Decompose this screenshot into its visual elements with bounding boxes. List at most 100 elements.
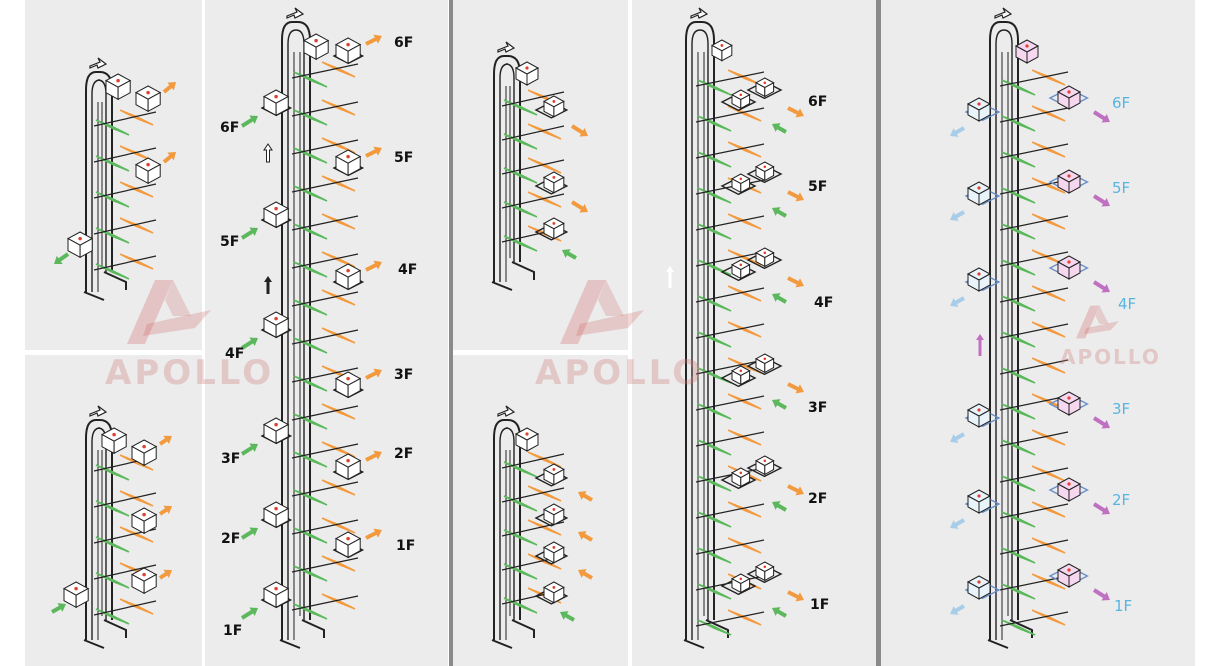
lift-tower-b (279, 7, 325, 649)
watermark-apollo-2: APOLLO (535, 353, 705, 393)
up-arrow-icon (497, 41, 516, 53)
carriers-e (999, 69, 1069, 636)
watermark-apollo-1: APOLLO (105, 353, 275, 393)
floor-label-e-5f: 5F (1112, 179, 1131, 197)
infeed-arrow-icon (772, 207, 787, 218)
box-icon (542, 95, 565, 118)
box-icon (730, 173, 751, 194)
up-arrow-icon (690, 7, 709, 19)
flow-arrow-icon (162, 152, 176, 164)
flow-arrow-icon (578, 569, 593, 580)
box-icon (730, 365, 751, 386)
box-icon (130, 507, 158, 535)
infeed-arrow-icon (240, 115, 258, 128)
floor-label-b-right-2f: 2F (394, 446, 414, 462)
box-icon (1056, 391, 1082, 416)
box-icon (1056, 255, 1082, 280)
outfeed-arrow-icon (787, 190, 804, 202)
floor-label-d-3f: 3F (808, 400, 828, 416)
box-icon (966, 267, 992, 292)
flow-arrow-icon (158, 505, 172, 516)
outfeed-arrow-icon (365, 368, 382, 380)
box-icon (542, 541, 565, 564)
panel-a-top (25, 0, 202, 350)
box-icon (134, 157, 162, 185)
box-icon (334, 453, 362, 481)
apollo-logo-icon (560, 280, 644, 344)
outfeed-arrow-icon (787, 106, 804, 118)
box-icon (966, 489, 992, 514)
outfeed-arrow-icon (365, 260, 382, 272)
box-icon (966, 97, 992, 122)
flow-arrow-icon (562, 249, 577, 260)
box-icon (966, 181, 992, 206)
floor-label-e-4f: 4F (1118, 295, 1137, 313)
box-icon (334, 371, 362, 399)
box-icon (66, 231, 94, 259)
box-icon (262, 417, 290, 445)
box-icon (754, 353, 775, 374)
infeed-arrow-icon (240, 607, 258, 620)
flow-arrow-icon (560, 611, 575, 622)
box-icon (514, 427, 540, 452)
floor-label-d-1f: 1F (810, 597, 830, 613)
infeed-arrow-icon (240, 443, 258, 456)
box-icon (542, 217, 565, 240)
box-icon (542, 171, 565, 194)
box-icon (514, 61, 540, 86)
apollo-logo-icon (127, 280, 211, 344)
box-icon (754, 247, 775, 268)
infeed-arrow-icon (240, 527, 258, 540)
box-icon (134, 85, 162, 113)
floor-label-b-right-6f: 6F (394, 35, 414, 51)
carriers-b (291, 61, 359, 620)
floor-label-b-right-1f: 1F (396, 538, 416, 554)
box-icon (1014, 39, 1040, 64)
infeed-arrow-icon (772, 293, 787, 304)
box-icon (710, 39, 733, 62)
flow-arrow-icon (54, 252, 70, 264)
box-icon (1056, 169, 1082, 194)
box-icon (542, 581, 565, 604)
infeed-arrow-icon (950, 210, 965, 221)
box-icon (334, 263, 362, 291)
infeed-arrow-icon (950, 296, 965, 307)
divider-2 (876, 0, 881, 666)
panel-e (881, 0, 1195, 666)
box-icon (130, 567, 158, 595)
infeed-arrow-icon (950, 432, 965, 443)
infeed-arrow-icon (950, 604, 965, 615)
box-icon (262, 311, 290, 339)
up-arrow-icon (976, 334, 984, 356)
outfeed-arrow-icon (1092, 194, 1110, 207)
up-arrow-icon (994, 7, 1013, 19)
box-icon (542, 503, 565, 526)
floor-label-b-right-5f: 5F (394, 150, 414, 166)
floor-label-b-left-4f: 4F (225, 346, 245, 362)
watermark-apollo-3: APOLLO (1060, 345, 1161, 369)
outfeed-arrow-icon (1092, 502, 1110, 515)
outfeed-arrow-icon (365, 450, 382, 462)
floor-label-b-left-2f: 2F (221, 531, 241, 547)
box-icon (730, 89, 751, 110)
box-icon (1056, 85, 1082, 110)
flow-arrow-icon (578, 531, 593, 542)
infeed-arrow-icon (950, 518, 965, 529)
floor-label-b-left-5f: 5F (220, 234, 240, 250)
carriers-d (695, 69, 765, 636)
box-icon (730, 573, 751, 594)
box-icon (302, 33, 330, 61)
panel-c-bottom (453, 355, 628, 666)
up-arrow-icon (89, 405, 108, 417)
outfeed-arrow-icon (787, 590, 804, 602)
infeed-arrow-icon (772, 501, 787, 512)
floor-label-e-1f: 1F (1114, 597, 1133, 615)
box-icon (130, 439, 158, 467)
up-arrow-icon (89, 57, 108, 69)
carriers-a-bottom (93, 454, 157, 625)
box-icon (1056, 477, 1082, 502)
box-icon (730, 467, 751, 488)
box-icon (262, 89, 290, 117)
panel-b (205, 0, 448, 666)
apollo-logo-icon (1076, 305, 1119, 339)
